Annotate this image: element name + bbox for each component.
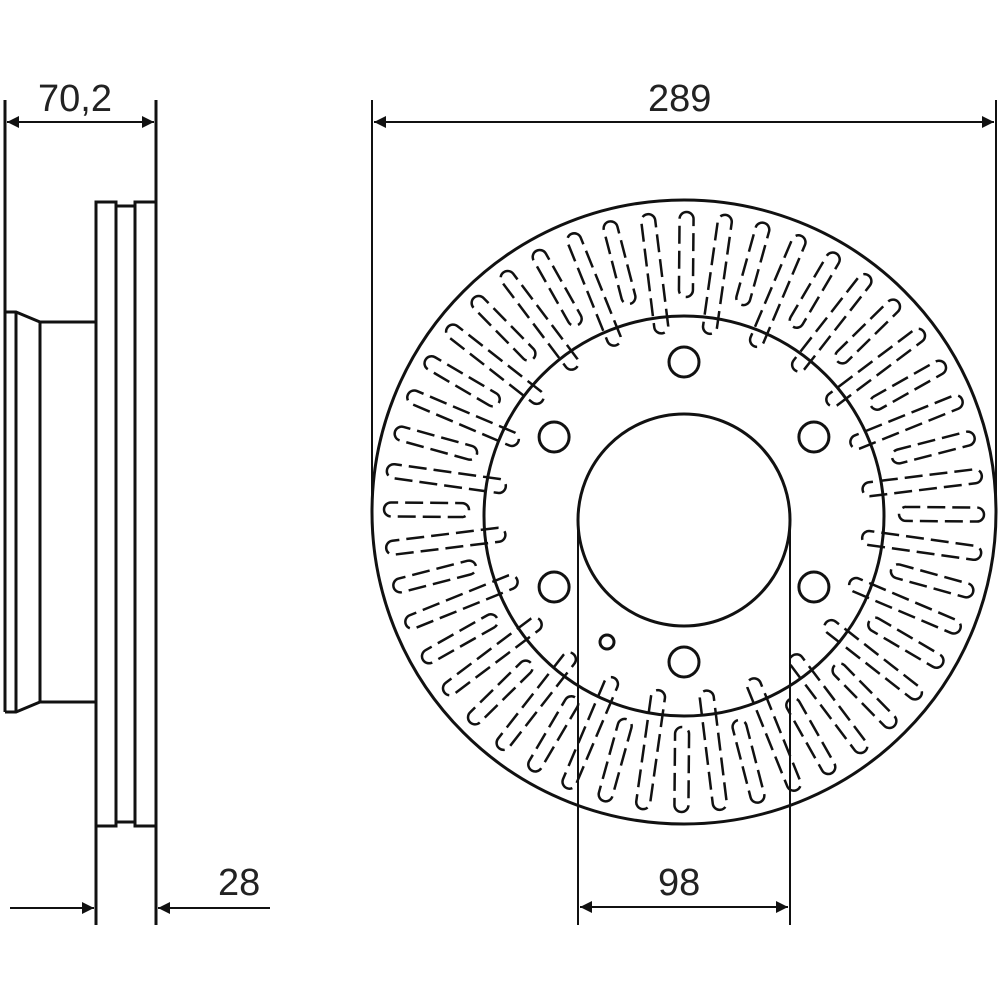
bolt-hole [537,570,571,604]
cooling-vane [499,269,580,371]
cooling-vane [561,675,620,790]
locating-hole [598,633,616,651]
cooling-vane [565,232,623,347]
bolt-hole [667,345,701,379]
cooling-vane [861,468,984,498]
cooling-vane [785,696,837,776]
cooling-vane [790,272,873,373]
dimension-diameter: 289 [648,78,712,120]
cooling-vane [731,718,766,804]
bolt-hole [797,420,831,454]
cooling-vane [470,294,537,362]
cooling-vane [860,529,983,562]
bolt-hole [797,570,831,604]
cooling-vane [385,462,508,495]
outer-edge [370,198,998,826]
cooling-vane [527,695,580,773]
cooling-vane [640,212,670,335]
cooling-vane [847,576,962,635]
dimension-hat-height: 70,2 [38,78,112,120]
cooling-vane [673,725,691,814]
dimension-thickness: 28 [218,862,261,904]
cooling-vane [597,717,633,803]
cooling-vane [849,393,964,451]
cooling-vane [823,618,924,701]
cooling-vane [495,651,578,752]
cooling-vane [420,613,500,665]
cooling-vane [889,563,975,599]
cooling-vane [466,659,534,726]
cooling-vane [868,359,948,411]
dimension-lines [7,100,997,925]
cooling-vane [382,501,471,519]
cooling-vane [701,213,734,336]
cooling-vane [745,677,803,792]
cooling-vane [677,210,695,299]
center-bore [576,412,792,628]
cooling-vane [444,323,545,406]
cooling-vane [788,251,841,329]
cooling-vane [393,425,479,461]
bolt-hole [667,645,701,679]
cooling-vane [897,505,986,523]
cooling-vane [890,430,976,465]
dimension-center-bore: 98 [658,862,701,904]
cooling-vane [788,653,869,755]
cooling-vane [404,573,519,631]
side-view [3,100,158,925]
cooling-vane [825,327,927,408]
cooling-vane [634,688,667,811]
bolt-hole [537,420,571,454]
cooling-vane [602,220,637,306]
inner-ring [482,314,886,718]
cooling-vane [698,689,728,812]
cooling-vane [384,526,507,556]
cooling-vane [735,221,771,307]
cooling-vane [392,559,478,594]
cooling-vane [531,248,583,328]
cooling-vane [423,355,501,408]
cooling-vane [441,616,543,697]
cooling-vane [831,662,898,730]
front-view [370,198,998,826]
cooling-vane [867,616,945,669]
cooling-vane [748,234,807,349]
cooling-vane [406,389,521,448]
cooling-vane [834,298,902,365]
